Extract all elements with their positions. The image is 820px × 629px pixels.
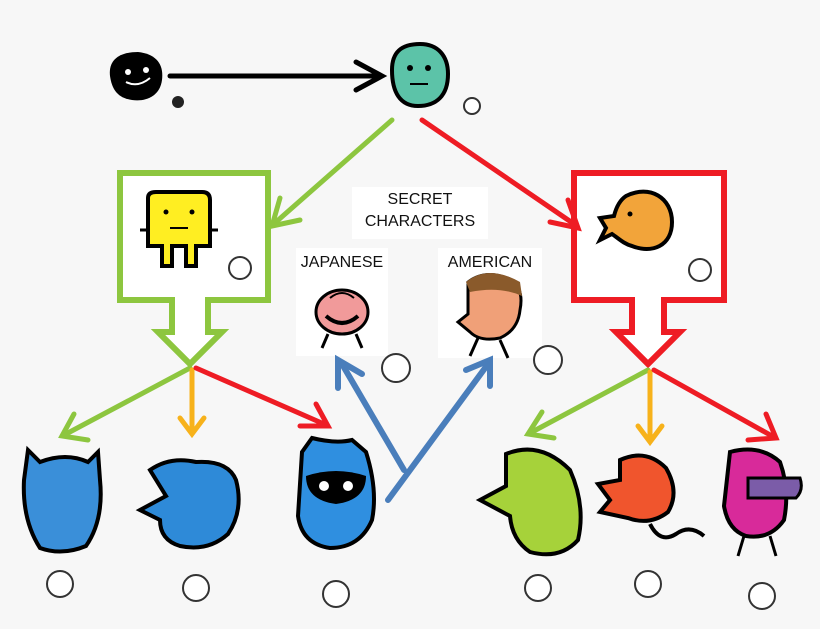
american-secret-character xyxy=(455,273,563,375)
bad-child-character xyxy=(595,189,712,282)
arrow-baby-to-bad-child xyxy=(419,117,577,227)
japanese-label: JAPANESE xyxy=(300,254,384,271)
arrows xyxy=(58,59,780,503)
baby-character xyxy=(389,41,481,115)
secret-title-line1: SECRET xyxy=(387,191,453,208)
secret-characters-title: SECRET CHARACTERS xyxy=(352,189,488,233)
arrow-bad-to-pink-duck xyxy=(651,367,775,439)
japanese-pixel-icon xyxy=(381,353,411,383)
blue-duck-pixel-icon xyxy=(182,574,210,602)
arrow-baby-to-good-child-head xyxy=(268,195,303,230)
american-pixel-icon xyxy=(533,345,563,375)
baby-pixel-icon xyxy=(463,97,481,115)
arrow-bad-to-green-blob xyxy=(529,367,651,435)
good-child-pixel-icon xyxy=(228,256,252,280)
adult-blue-duck xyxy=(135,458,241,602)
egg-pixel-icon xyxy=(172,96,184,108)
adult-blue-ninja xyxy=(295,435,376,608)
bad-child-pixel-icon xyxy=(688,258,712,282)
egg-character xyxy=(109,52,184,108)
arrow-ninja-to-american xyxy=(385,361,491,503)
secret-label-bg xyxy=(352,187,488,239)
green-blob-pixel-icon xyxy=(524,574,552,602)
american-label: AMERICAN xyxy=(447,254,533,271)
adult-green-blob xyxy=(475,447,583,602)
adult-blue-cat xyxy=(21,445,103,598)
arrow-baby-to-bad-child-head xyxy=(547,197,582,232)
good-child-character xyxy=(140,190,252,280)
arrow-good-to-blue-ninja xyxy=(193,365,327,427)
pink-duck-pixel-icon xyxy=(748,582,776,610)
blue-cat-pixel-icon xyxy=(46,570,74,598)
blue-ninja-pixel-icon xyxy=(322,580,350,608)
arrow-ninja-to-japanese xyxy=(339,361,407,473)
adult-orange-snake xyxy=(594,453,706,598)
japanese-secret-character xyxy=(314,288,411,383)
secret-title-line2: CHARACTERS xyxy=(364,213,476,230)
adult-pink-duck xyxy=(721,447,803,610)
arrow-good-to-blue-cat xyxy=(63,365,193,437)
orange-snake-pixel-icon xyxy=(634,570,662,598)
arrow-baby-to-good-child xyxy=(273,117,395,225)
arrow-egg-to-baby-head xyxy=(353,59,388,93)
